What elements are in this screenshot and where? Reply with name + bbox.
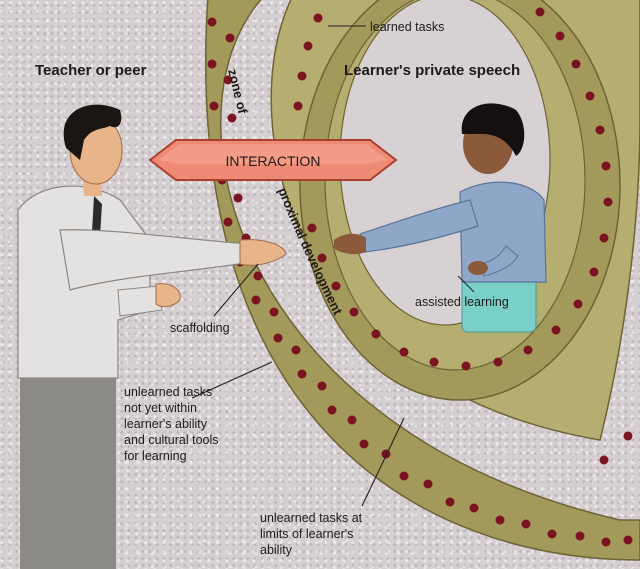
child-sweater bbox=[459, 181, 547, 283]
outer-ring-band bbox=[205, 0, 640, 561]
zone-of-text: zone of bbox=[225, 67, 250, 115]
assisted-learning-leader bbox=[457, 275, 475, 293]
unlearned-not-within-leader bbox=[191, 361, 273, 399]
interaction-label: INTERACTION bbox=[226, 153, 321, 169]
interaction-arrow: INTERACTION bbox=[148, 139, 398, 181]
unlearned-not-within-label: unlearned tasks not yet within learner's… bbox=[124, 385, 219, 463]
svg-text:unlearned tasks: unlearned tasks bbox=[124, 385, 212, 399]
teacher-trousers bbox=[20, 372, 116, 569]
teacher-tie bbox=[92, 196, 102, 238]
assisted-learning-label: assisted learning bbox=[415, 295, 509, 309]
svg-text:for learning: for learning bbox=[124, 449, 187, 463]
learned-tasks-label: learned tasks bbox=[370, 20, 444, 34]
child-hair bbox=[461, 103, 525, 156]
outer-ring-dots bbox=[207, 17, 633, 547]
teacher-hand bbox=[239, 239, 287, 266]
teacher-heading: Teacher or peer bbox=[35, 62, 147, 79]
interaction-arrow-highlight bbox=[158, 144, 388, 164]
child-lower-arm bbox=[479, 245, 519, 277]
scaffolding-label: scaffolding bbox=[170, 321, 230, 335]
svg-text:not yet within: not yet within bbox=[124, 401, 197, 415]
svg-text:and cultural tools: and cultural tools bbox=[124, 433, 219, 447]
svg-text:learner's ability: learner's ability bbox=[124, 417, 208, 431]
inner-ring-dots bbox=[293, 7, 613, 371]
child-hand-2 bbox=[468, 261, 488, 275]
unlearned-at-limits-leader bbox=[361, 417, 405, 507]
learner-heading: Learner's private speech bbox=[344, 62, 520, 79]
teacher-arm bbox=[59, 229, 253, 291]
svg-text:ability: ability bbox=[260, 543, 293, 557]
svg-text:unlearned tasks at: unlearned tasks at bbox=[260, 511, 363, 525]
teacher-lower-hand bbox=[155, 283, 181, 308]
child-hand bbox=[334, 233, 366, 255]
rings-group bbox=[205, 0, 640, 561]
teacher-figure bbox=[17, 104, 287, 569]
child-figure bbox=[334, 103, 547, 333]
teacher-lower-arm bbox=[117, 285, 163, 317]
scaffolding-leader bbox=[213, 263, 259, 317]
teacher-hair bbox=[63, 104, 122, 160]
svg-text:limits of learner's: limits of learner's bbox=[260, 527, 353, 541]
unlearned-at-limits-label: unlearned tasks at limits of learner's a… bbox=[260, 511, 363, 557]
